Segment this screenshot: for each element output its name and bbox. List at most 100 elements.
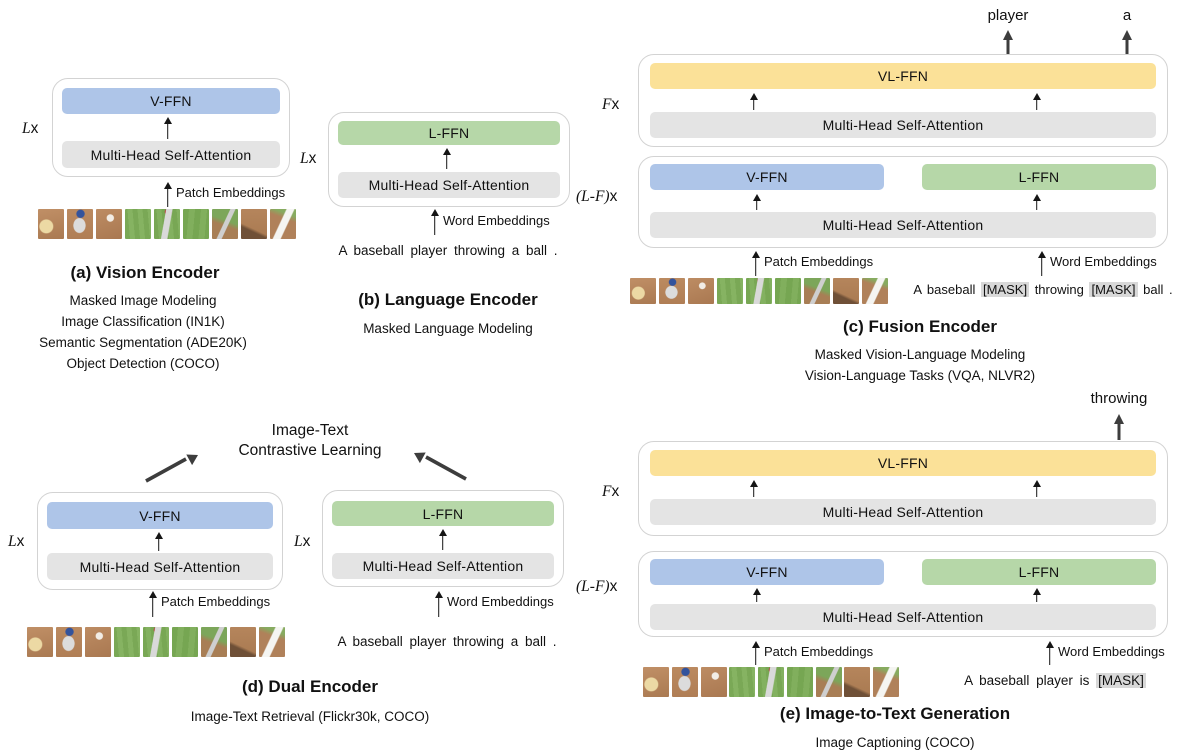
objective-line: Image-Text [271, 422, 349, 439]
image-patch-strip [27, 627, 285, 657]
image-patch [38, 209, 64, 239]
task-line: Semantic Segmentation (ADE20K) [39, 335, 247, 350]
image-patch [125, 209, 151, 239]
panel-d-title: (d) Dual Encoder [241, 677, 378, 696]
contrastive-arrow-right-icon [414, 452, 467, 481]
task-line: Masked Image Modeling [69, 293, 217, 308]
up-arrow-icon [442, 148, 451, 169]
up-arrow-icon [749, 480, 758, 497]
fusion-layers-label: Fx [602, 483, 620, 500]
image-patch [259, 627, 285, 657]
panel-b-caption: (b) Language Encoder [322, 290, 574, 310]
v-ffn-box: V-FFN [650, 164, 884, 190]
patch-embeddings-label: Patch Embeddings [176, 185, 286, 200]
task-line: Masked Language Modeling [363, 321, 533, 336]
image-patch [27, 627, 53, 657]
image-patch [758, 667, 784, 697]
image-patch [241, 209, 267, 239]
remaining-layers-label: (L-F)x [576, 188, 618, 205]
patch-embeddings-arrow-icon [751, 251, 760, 276]
image-patch [201, 627, 227, 657]
panel-c-tasks: Masked Vision-Language Modeling Vision-L… [770, 344, 1070, 386]
up-arrow-icon [154, 532, 163, 551]
word-embeddings-arrow-icon [1037, 251, 1046, 276]
patch-embeddings-arrow-icon [148, 591, 157, 617]
image-patch [230, 627, 256, 657]
panel-e-caption: (e) Image-to-Text Generation [755, 704, 1035, 724]
contrastive-arrow-left-icon [145, 454, 198, 483]
mask-token: [MASK] [1096, 673, 1146, 688]
panel-b-title: (b) Language Encoder [358, 290, 538, 309]
sentence-fragment: ball . [1143, 282, 1173, 297]
patch-embeddings-label: Patch Embeddings [764, 254, 874, 269]
word-embeddings-arrow-icon [430, 209, 439, 235]
layers-label: Lx [22, 120, 39, 137]
task-line: Vision-Language Tasks (VQA, NLVR2) [804, 368, 1036, 383]
image-patch [143, 627, 169, 657]
input-sentence: A baseball player throwing a ball . [338, 243, 558, 258]
v-ffn-box: V-FFN [47, 502, 273, 529]
image-patch [729, 667, 756, 697]
input-sentence: A baseball player throwing a ball . [337, 634, 557, 649]
vl-ffn-box: VL-FFN [650, 450, 1156, 476]
self-attention-box: Multi-Head Self-Attention [332, 553, 554, 579]
layers-label: Lx [294, 533, 311, 550]
up-arrow-icon [1032, 93, 1041, 110]
image-patch [804, 278, 830, 304]
image-patch [700, 667, 727, 697]
image-patch [643, 667, 669, 697]
l-ffn-box: L-FFN [922, 164, 1156, 190]
image-patch [844, 667, 871, 697]
word-embeddings-arrow-icon [1045, 641, 1054, 665]
self-attention-box: Multi-Head Self-Attention [650, 212, 1156, 238]
image-patch [746, 278, 772, 304]
patch-embeddings-label: Patch Embeddings [161, 594, 271, 609]
masked-input-sentence: A baseball [MASK] throwing [MASK] ball . [896, 282, 1188, 297]
task-line: Image Captioning (COCO) [815, 735, 975, 750]
image-patch [154, 209, 180, 239]
output-word: player [987, 7, 1029, 24]
up-arrow-icon [163, 117, 172, 139]
image-patch [212, 209, 238, 239]
layers-label: Lx [300, 150, 317, 167]
panel-e-title: (e) Image-to-Text Generation [779, 704, 1011, 723]
image-patch [96, 209, 122, 239]
word-embeddings-label: Word Embeddings [1050, 254, 1157, 269]
panel-a-tasks: Masked Image Modeling Image Classificati… [13, 290, 273, 374]
image-patch-strip [643, 667, 899, 697]
patch-embeddings-arrow-icon [163, 182, 172, 207]
layers-label: Lx [8, 533, 25, 550]
v-ffn-box: V-FFN [650, 559, 884, 585]
image-patch [270, 209, 296, 239]
panel-d-tasks: Image-Text Retrieval (Flickr30k, COCO) [160, 706, 460, 727]
up-arrow-icon [752, 588, 761, 602]
mask-token: [MASK] [1089, 282, 1138, 297]
fusion-layers-label: Fx [602, 96, 620, 113]
task-line: Object Detection (COCO) [66, 356, 220, 371]
image-patch [183, 209, 209, 239]
image-patch [873, 667, 899, 697]
self-attention-box: Multi-Head Self-Attention [338, 172, 560, 198]
self-attention-box: Multi-Head Self-Attention [650, 112, 1156, 138]
task-line: Masked Vision-Language Modeling [814, 347, 1026, 362]
self-attention-box: Multi-Head Self-Attention [62, 141, 280, 168]
up-arrow-icon [438, 529, 447, 550]
image-patch [85, 627, 111, 657]
image-patch [775, 278, 801, 304]
word-embeddings-label: Word Embeddings [1058, 644, 1165, 659]
panel-e-tasks: Image Captioning (COCO) [775, 732, 1015, 753]
objective-line: Contrastive Learning [238, 442, 382, 459]
remaining-layers-label: (L-F)x [576, 578, 618, 595]
output-arrow-icon [1121, 30, 1133, 55]
output-word: throwing [1090, 390, 1148, 407]
l-ffn-box: L-FFN [338, 121, 560, 145]
image-patch-strip [38, 209, 296, 239]
image-patch [671, 667, 698, 697]
up-arrow-icon [1032, 194, 1041, 210]
up-arrow-icon [749, 93, 758, 110]
sentence-fragment: throwing [1034, 282, 1084, 297]
word-embeddings-label: Word Embeddings [447, 594, 554, 609]
self-attention-box: Multi-Head Self-Attention [47, 553, 273, 580]
contrastive-objective-label: Image-Text Contrastive Learning [190, 421, 430, 461]
